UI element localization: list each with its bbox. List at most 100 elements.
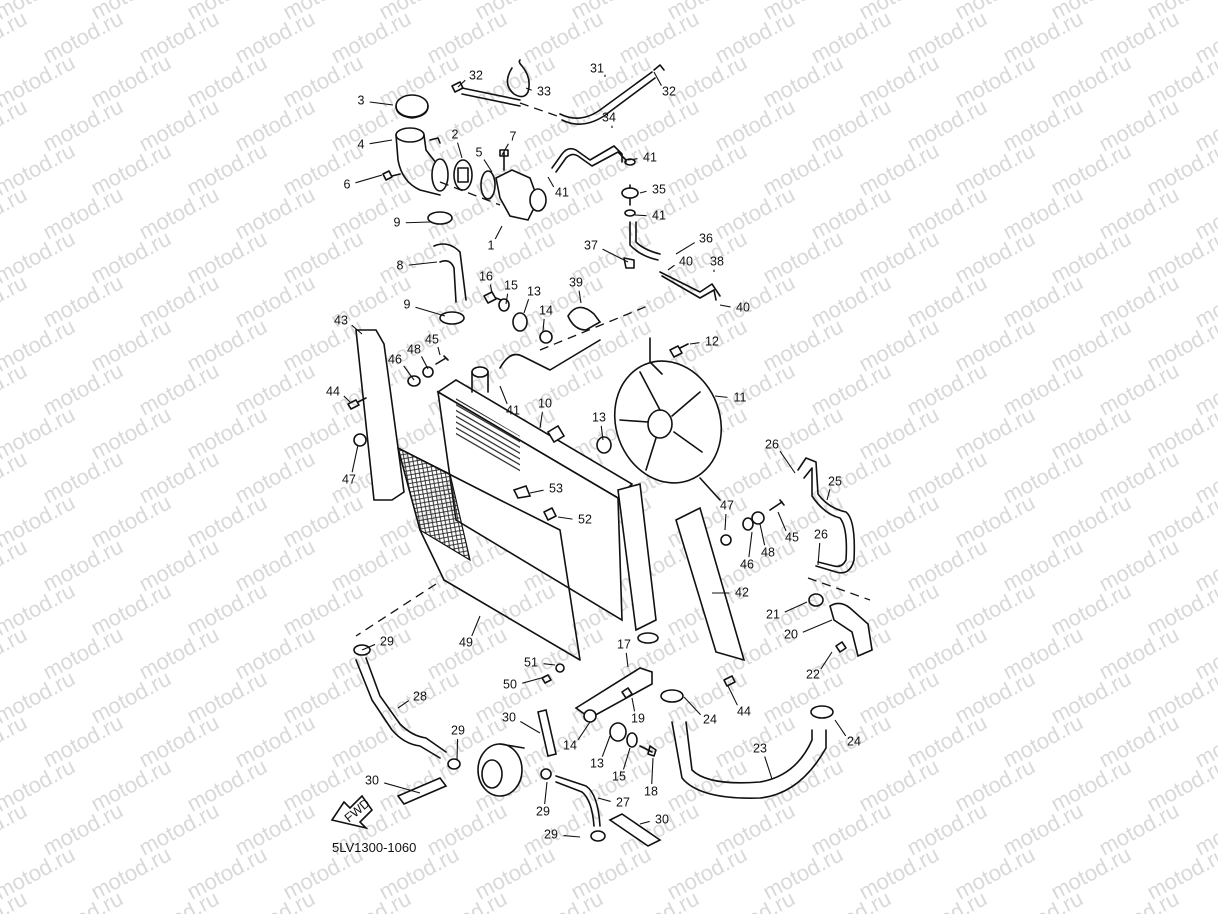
callout-42: 42: [712, 585, 749, 599]
part-radiator-hose-23: [671, 721, 827, 799]
callout-label: 13: [527, 284, 541, 298]
leader-line: [523, 299, 530, 314]
leader-line: [802, 619, 833, 633]
callout-label: 11: [734, 390, 747, 404]
part-washer-15-lower: [626, 732, 638, 748]
callout-34: 34: [602, 110, 616, 128]
leader-line: [557, 516, 573, 520]
callout-33: 33: [525, 84, 551, 98]
callout-15: 15: [504, 278, 518, 305]
callout-47: 47: [720, 498, 734, 531]
leader-line: [501, 143, 509, 156]
callout-label: 32: [662, 84, 676, 98]
leader-line: [622, 747, 631, 770]
callout-label: 15: [612, 769, 626, 783]
leader-line: [784, 601, 808, 613]
part-mount-stack-upper: [483, 291, 553, 344]
callout-41: 41: [627, 150, 657, 164]
callout-label: 14: [539, 303, 553, 317]
callout-label: 48: [761, 545, 775, 559]
part-side-cover-43: [355, 329, 405, 501]
part-radiator-cover-39: [567, 306, 602, 331]
callout-label: 15: [504, 278, 518, 292]
callout-label: 24: [703, 712, 717, 726]
callout-label: 52: [578, 512, 592, 526]
callout-28: 28: [397, 689, 427, 709]
leader-line: [759, 523, 766, 546]
leader-line: [543, 663, 556, 666]
part-washer-51: [555, 663, 565, 673]
leader-line: [826, 489, 831, 501]
leader-line: [369, 101, 394, 106]
callout-label: 36: [699, 231, 713, 245]
callout-53: 53: [529, 481, 563, 495]
leader-line: [602, 248, 629, 263]
callout-20: 20: [784, 619, 833, 641]
dashed-guard-hose: [355, 583, 437, 637]
leader-line: [625, 652, 629, 668]
callout-9: 9: [404, 297, 446, 317]
callout-label: 27: [616, 795, 630, 809]
callout-43: 43: [334, 313, 363, 335]
leader-line: [627, 158, 638, 161]
leader-line: [483, 159, 493, 173]
leader-line: [667, 264, 675, 271]
leader-line: [683, 696, 701, 716]
callout-30: 30: [639, 812, 669, 826]
callout-label: 45: [425, 332, 439, 346]
callout-3: 3: [358, 93, 394, 107]
part-o-ring-21: [808, 593, 824, 607]
part-side-cover-42: [675, 506, 746, 662]
callout-label: 13: [592, 410, 606, 424]
callout-label: 46: [740, 557, 754, 571]
leader-line: [529, 489, 544, 494]
callout-13: 13: [590, 735, 611, 770]
leader-line: [651, 757, 654, 785]
part-radiator-hose-8: [433, 243, 467, 303]
part-fan-motor: [613, 337, 723, 501]
part-hose-34: [551, 145, 627, 173]
leader-line: [631, 697, 636, 712]
callout-45: 45: [777, 511, 799, 544]
leader-line: [361, 643, 376, 651]
callout-29: 29: [361, 634, 394, 651]
callout-label: 7: [510, 129, 517, 143]
leader-line: [525, 87, 532, 91]
leader-line: [408, 261, 438, 266]
leader-line: [520, 721, 541, 734]
callout-8: 8: [397, 258, 438, 272]
callout-26: 26: [765, 437, 796, 474]
leader-line: [724, 513, 727, 531]
callout-51: 51: [524, 655, 556, 669]
callout-24: 24: [834, 719, 861, 748]
leader-line: [522, 676, 546, 684]
part-bolt-50: [541, 674, 552, 684]
callout-label: 53: [549, 481, 563, 495]
callout-label: 21: [766, 607, 780, 621]
callout-label: 30: [655, 812, 669, 826]
callout-label: 31: [590, 61, 604, 75]
callout-22: 22: [806, 651, 833, 681]
callout-label: 9: [394, 215, 401, 229]
dashed-25-20: [807, 577, 871, 601]
part-hose-36: [629, 221, 661, 261]
leader-line: [597, 797, 611, 802]
callout-40: 40: [667, 254, 693, 271]
callout-label: 44: [326, 384, 340, 398]
callout-label: 16: [479, 269, 493, 283]
callout-32: 32: [457, 68, 483, 88]
callout-label: 23: [753, 741, 767, 755]
part-breather-hose: [451, 64, 665, 125]
callout-label: 45: [785, 530, 799, 544]
part-damper-47-left: [353, 433, 367, 447]
callout-32: 32: [653, 71, 676, 98]
callout-47: 47: [342, 444, 359, 486]
callout-label: 25: [828, 474, 842, 488]
part-holder-30-a: [396, 777, 448, 805]
callout-label: 26: [814, 527, 828, 541]
callout-label: 14: [563, 738, 577, 752]
callout-10: 10: [538, 396, 552, 429]
leader-line: [639, 820, 650, 825]
callout-41: 41: [499, 385, 520, 417]
